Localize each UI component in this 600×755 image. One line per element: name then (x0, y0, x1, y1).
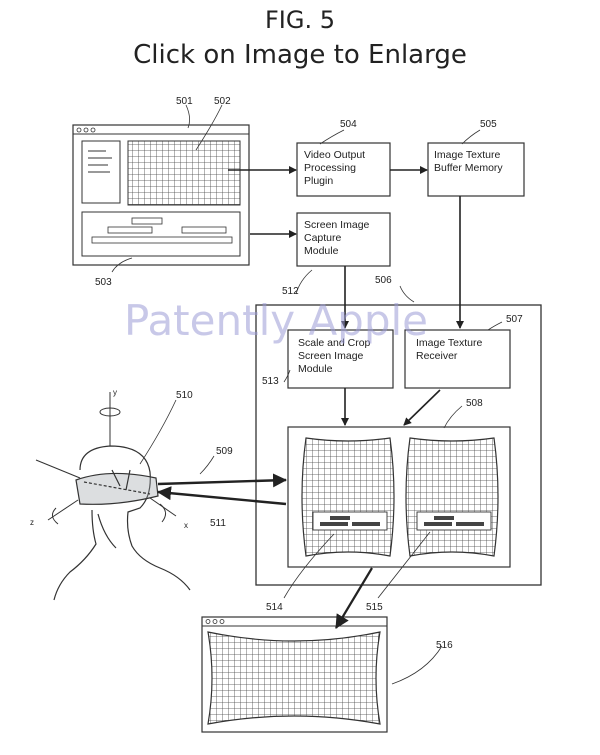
box-513-line-1: Scale and Crop (298, 337, 371, 349)
box-513-line-2: Screen Image (298, 350, 364, 362)
ref-503: 503 (95, 277, 112, 288)
ref-509: 509 (216, 446, 233, 457)
box-507-line-2: Receiver (416, 350, 458, 362)
ref-501: 501 (176, 96, 193, 107)
window-close-icon (76, 127, 82, 133)
flow-arrows (157, 166, 464, 629)
box-image-texture-receiver: Image Texture Receiver (404, 329, 511, 389)
box-512-line-1: Screen Image (304, 219, 370, 231)
output-window-516 (201, 616, 388, 733)
ref-506: 506 (375, 275, 392, 286)
ref-502: 502 (214, 96, 231, 107)
ref-515: 515 (366, 602, 383, 613)
figure-title: FIG. 5 (264, 6, 335, 34)
arrow-507-to-508 (403, 389, 441, 426)
arrow-509-head-to-display (157, 473, 287, 488)
watermark-text: Patently Apple (124, 296, 428, 345)
axis-y-label: y (113, 388, 117, 397)
screen-region-502 (127, 140, 241, 206)
ref-514: 514 (266, 602, 283, 613)
ref-513: 513 (262, 376, 279, 387)
box-512-line-3: Module (304, 245, 339, 257)
ref-505: 505 (480, 119, 497, 130)
output-close-icon (205, 619, 211, 624)
axis-z-label: z (30, 518, 34, 527)
left-lens-image (301, 437, 395, 557)
ref-511: 511 (210, 518, 226, 529)
arrow-511-display-to-head (157, 486, 287, 506)
window-maximize-icon (90, 127, 96, 133)
ref-512: 512 (282, 286, 299, 297)
axis-x-label: x (184, 521, 188, 530)
box-scale-crop-module: Scale and Crop Screen Image Module (287, 329, 394, 389)
ref-516: 516 (436, 640, 453, 651)
ref-507: 507 (506, 314, 523, 325)
box-505-line-2: Buffer Memory (434, 162, 503, 174)
ref-508: 508 (466, 398, 483, 409)
box-505-line-1: Image Texture (434, 149, 501, 161)
right-lens-image (405, 437, 499, 557)
ref-510: 510 (176, 390, 193, 401)
output-maximize-icon (219, 619, 225, 624)
box-512-line-2: Capture (304, 232, 342, 244)
box-513-line-3: Module (298, 363, 333, 375)
arrow-508-to-516 (335, 567, 373, 629)
output-minimize-icon (212, 619, 218, 624)
ref-504: 504 (340, 119, 357, 130)
box-video-output-plugin: Video Output Processing Plugin (296, 142, 391, 197)
box-507-line-1: Image Texture (416, 337, 483, 349)
box-504-line-3: Plugin (304, 175, 333, 187)
box-504-line-1: Video Output (304, 149, 365, 161)
box-504-line-2: Processing (304, 162, 356, 174)
box-image-texture-buffer: Image Texture Buffer Memory (427, 142, 525, 197)
desktop-window (72, 124, 250, 266)
user-headset-illustration (35, 392, 191, 601)
enlarge-link[interactable]: Click on Image to Enlarge (133, 40, 467, 70)
leader-lines (111, 104, 503, 685)
box-screen-image-capture: Screen Image Capture Module (296, 212, 391, 267)
window-minimize-icon (83, 127, 89, 133)
